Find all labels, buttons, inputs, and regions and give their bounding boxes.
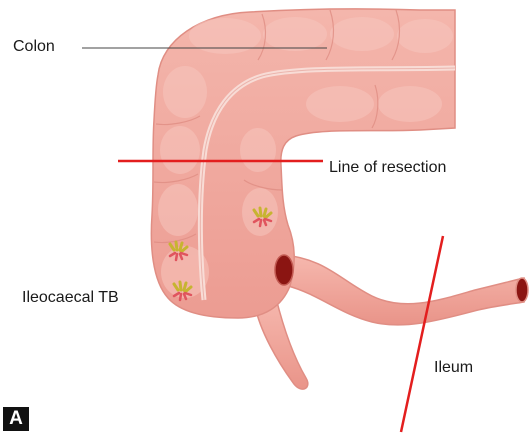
label-ileocaecal-tb: Ileocaecal TB [22, 289, 119, 307]
ileocaecal-opening [275, 255, 293, 285]
ileum [282, 255, 528, 325]
label-colon: Colon [13, 38, 55, 56]
ileum-cut-end [516, 278, 528, 302]
panel-badge: A [3, 407, 29, 431]
label-line-of-resection: Line of resection [329, 159, 446, 177]
resection-line-ileum [401, 236, 443, 432]
label-ileum: Ileum [434, 359, 473, 377]
